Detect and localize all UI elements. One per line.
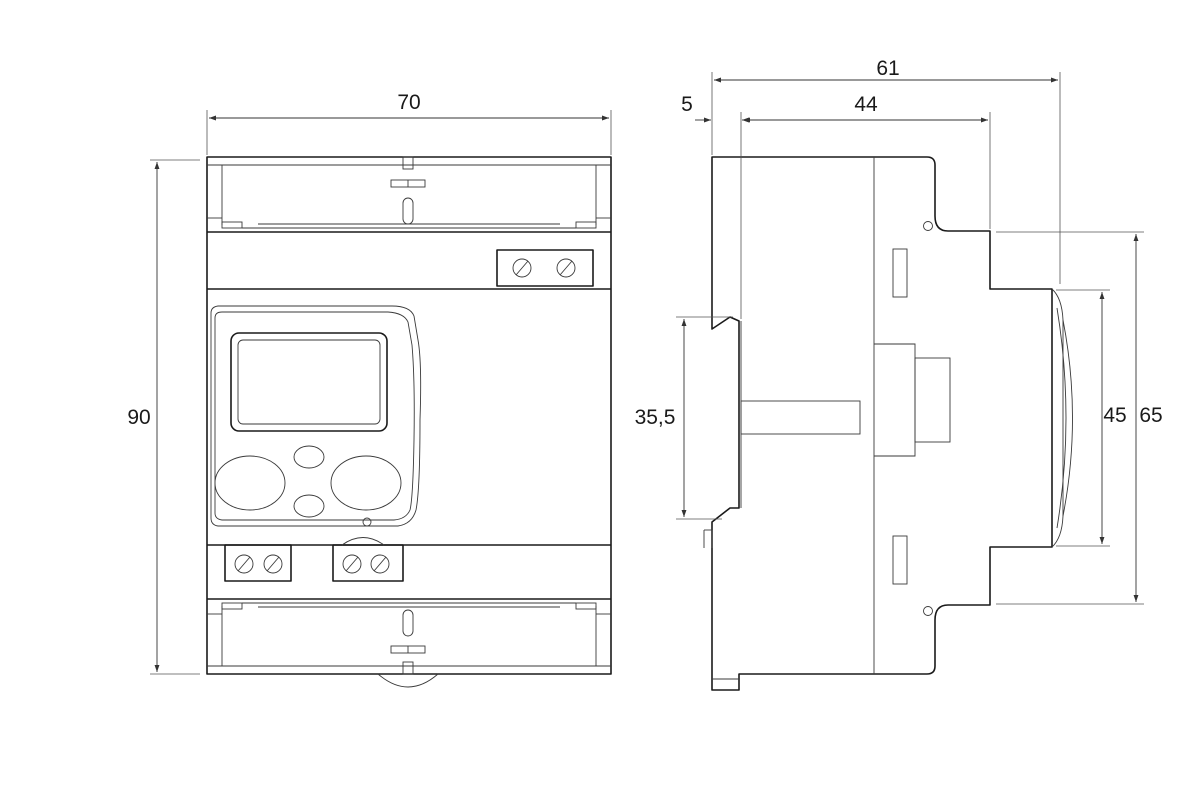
front-view	[206, 156, 612, 688]
lcd-display	[230, 332, 388, 432]
bottom-din-clip	[207, 602, 611, 688]
side-rail-offset-label: 5	[681, 93, 693, 116]
left-button	[214, 455, 286, 511]
side-clip-height-dimension: 35,5	[635, 316, 733, 520]
side-front-height-label: 65	[1139, 404, 1162, 427]
top-terminal-block	[496, 249, 594, 287]
side-overall-depth-dimension: 61	[711, 57, 1061, 284]
front-height-dimension: 90	[127, 159, 200, 675]
side-body-depth-dimension: 44	[740, 93, 991, 319]
side-overall-depth-label: 61	[876, 57, 899, 80]
side-view	[703, 156, 1073, 691]
top-din-clip	[207, 156, 611, 229]
side-window-height-label: 45	[1103, 404, 1126, 427]
up-button	[293, 445, 325, 469]
front-panel	[210, 305, 422, 527]
side-clip-height-label: 35,5	[635, 406, 676, 429]
front-height-label: 90	[127, 406, 150, 429]
right-button	[330, 455, 402, 511]
side-rail-offset-dimension: 5	[681, 93, 758, 123]
side-window-height-dimension: 45	[1056, 289, 1127, 547]
bottom-terminal-blocks	[224, 537, 404, 582]
down-button	[293, 494, 325, 518]
side-front-height-dimension: 65	[996, 231, 1163, 605]
side-body-depth-label: 44	[854, 93, 878, 116]
front-width-dimension: 70	[206, 91, 612, 155]
front-width-label: 70	[397, 91, 420, 114]
